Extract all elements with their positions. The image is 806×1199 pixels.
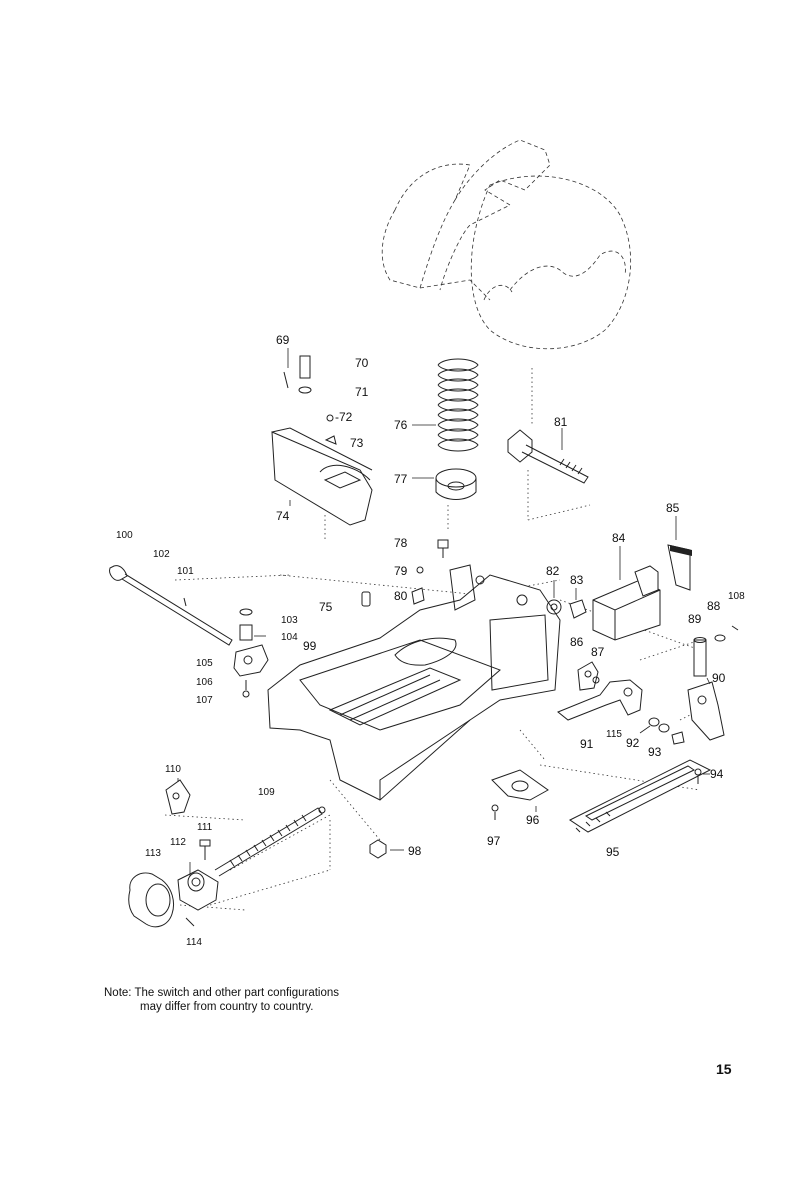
label-89: 89 [688,612,702,626]
label-99: 99 [303,639,317,653]
label-102: 102 [153,549,170,560]
label-98: 98 [408,844,422,858]
label-84: 84 [612,531,626,545]
note-line-2: may differ from country to country. [140,1001,314,1013]
knob-113 [128,872,175,928]
pin-89-washer-88-108 [693,625,739,677]
label-88: 88 [707,599,721,613]
screw-111 [199,839,211,860]
label-101: 101 [177,566,194,577]
spring-seat-77 [435,468,477,500]
pin-114 [185,917,195,927]
base-assembly [267,564,561,801]
label-70: 70 [355,356,369,370]
label-86: 86 [570,635,584,649]
label-80: 80 [394,589,408,603]
part-number-labels: 69 70 71 -72 73 74 75 76 77 78 79 80 81 … [116,333,745,948]
bracket-112 [177,869,219,911]
label-111: 111 [197,822,213,833]
bracket-103-107 [233,608,269,698]
label-106: 106 [196,677,213,688]
label-82: 82 [546,564,560,578]
plate-85 [667,544,692,591]
plate-110 [165,779,191,815]
cover-74 [271,427,373,526]
leader-lines [177,348,711,876]
screw-94 [694,768,702,784]
label-107: 107 [196,695,213,706]
label-83: 83 [570,573,584,587]
label-72: -72 [335,410,353,424]
label-77: 77 [394,472,408,486]
washer-92-screw-93-115 [648,717,685,745]
label-81: 81 [554,415,568,429]
plate-96-screw-97 [491,769,549,820]
washer-82-nut-83 [546,599,587,619]
saw-head-phantom-outline [381,139,631,350]
label-91: 91 [580,737,594,751]
label-76: 76 [394,418,408,432]
bolt-81 [507,429,589,484]
label-112: 112 [170,837,186,848]
guide-plate-95 [569,759,712,833]
label-93: 93 [648,745,662,759]
label-71: 71 [355,385,369,399]
arm-91 [557,679,643,721]
nut-98 [369,839,387,859]
label-85: 85 [666,501,680,515]
lead-screw-109 [214,806,326,877]
pin-75 [361,591,371,607]
note-line-1: Note: The switch and other part configur… [104,987,340,999]
screws-78-79-80 [411,539,449,605]
label-90: 90 [712,671,726,685]
pin-69-washer-70-71-screw-72-73 [283,355,337,445]
switch-box-84 [592,565,661,641]
label-114: 114 [186,937,202,948]
label-75: 75 [319,600,333,614]
label-69: 69 [276,333,290,347]
label-92: 92 [626,736,640,750]
label-97: 97 [487,834,501,848]
label-105: 105 [196,658,213,669]
label-87: 87 [591,645,605,659]
label-103: 103 [281,615,298,626]
block-86-nut-87 [577,661,600,691]
label-104: 104 [281,632,298,643]
label-79: 79 [394,564,408,578]
label-94: 94 [710,767,724,781]
label-109: 109 [258,787,275,798]
bracket-90 [687,681,725,741]
label-95: 95 [606,845,620,859]
label-73: 73 [350,436,364,450]
label-96: 96 [526,813,540,827]
spring-76 [437,358,479,452]
label-108: 108 [728,591,745,602]
label-113: 113 [145,848,161,859]
label-110: 110 [165,764,181,775]
label-78: 78 [394,536,408,550]
label-100: 100 [116,530,133,541]
page-number: 15 [716,1061,732,1077]
configuration-note: Note: The switch and other part configur… [104,986,424,1014]
label-115: 115 [606,729,622,740]
label-74: 74 [276,509,290,523]
shaft-102 [109,565,233,646]
